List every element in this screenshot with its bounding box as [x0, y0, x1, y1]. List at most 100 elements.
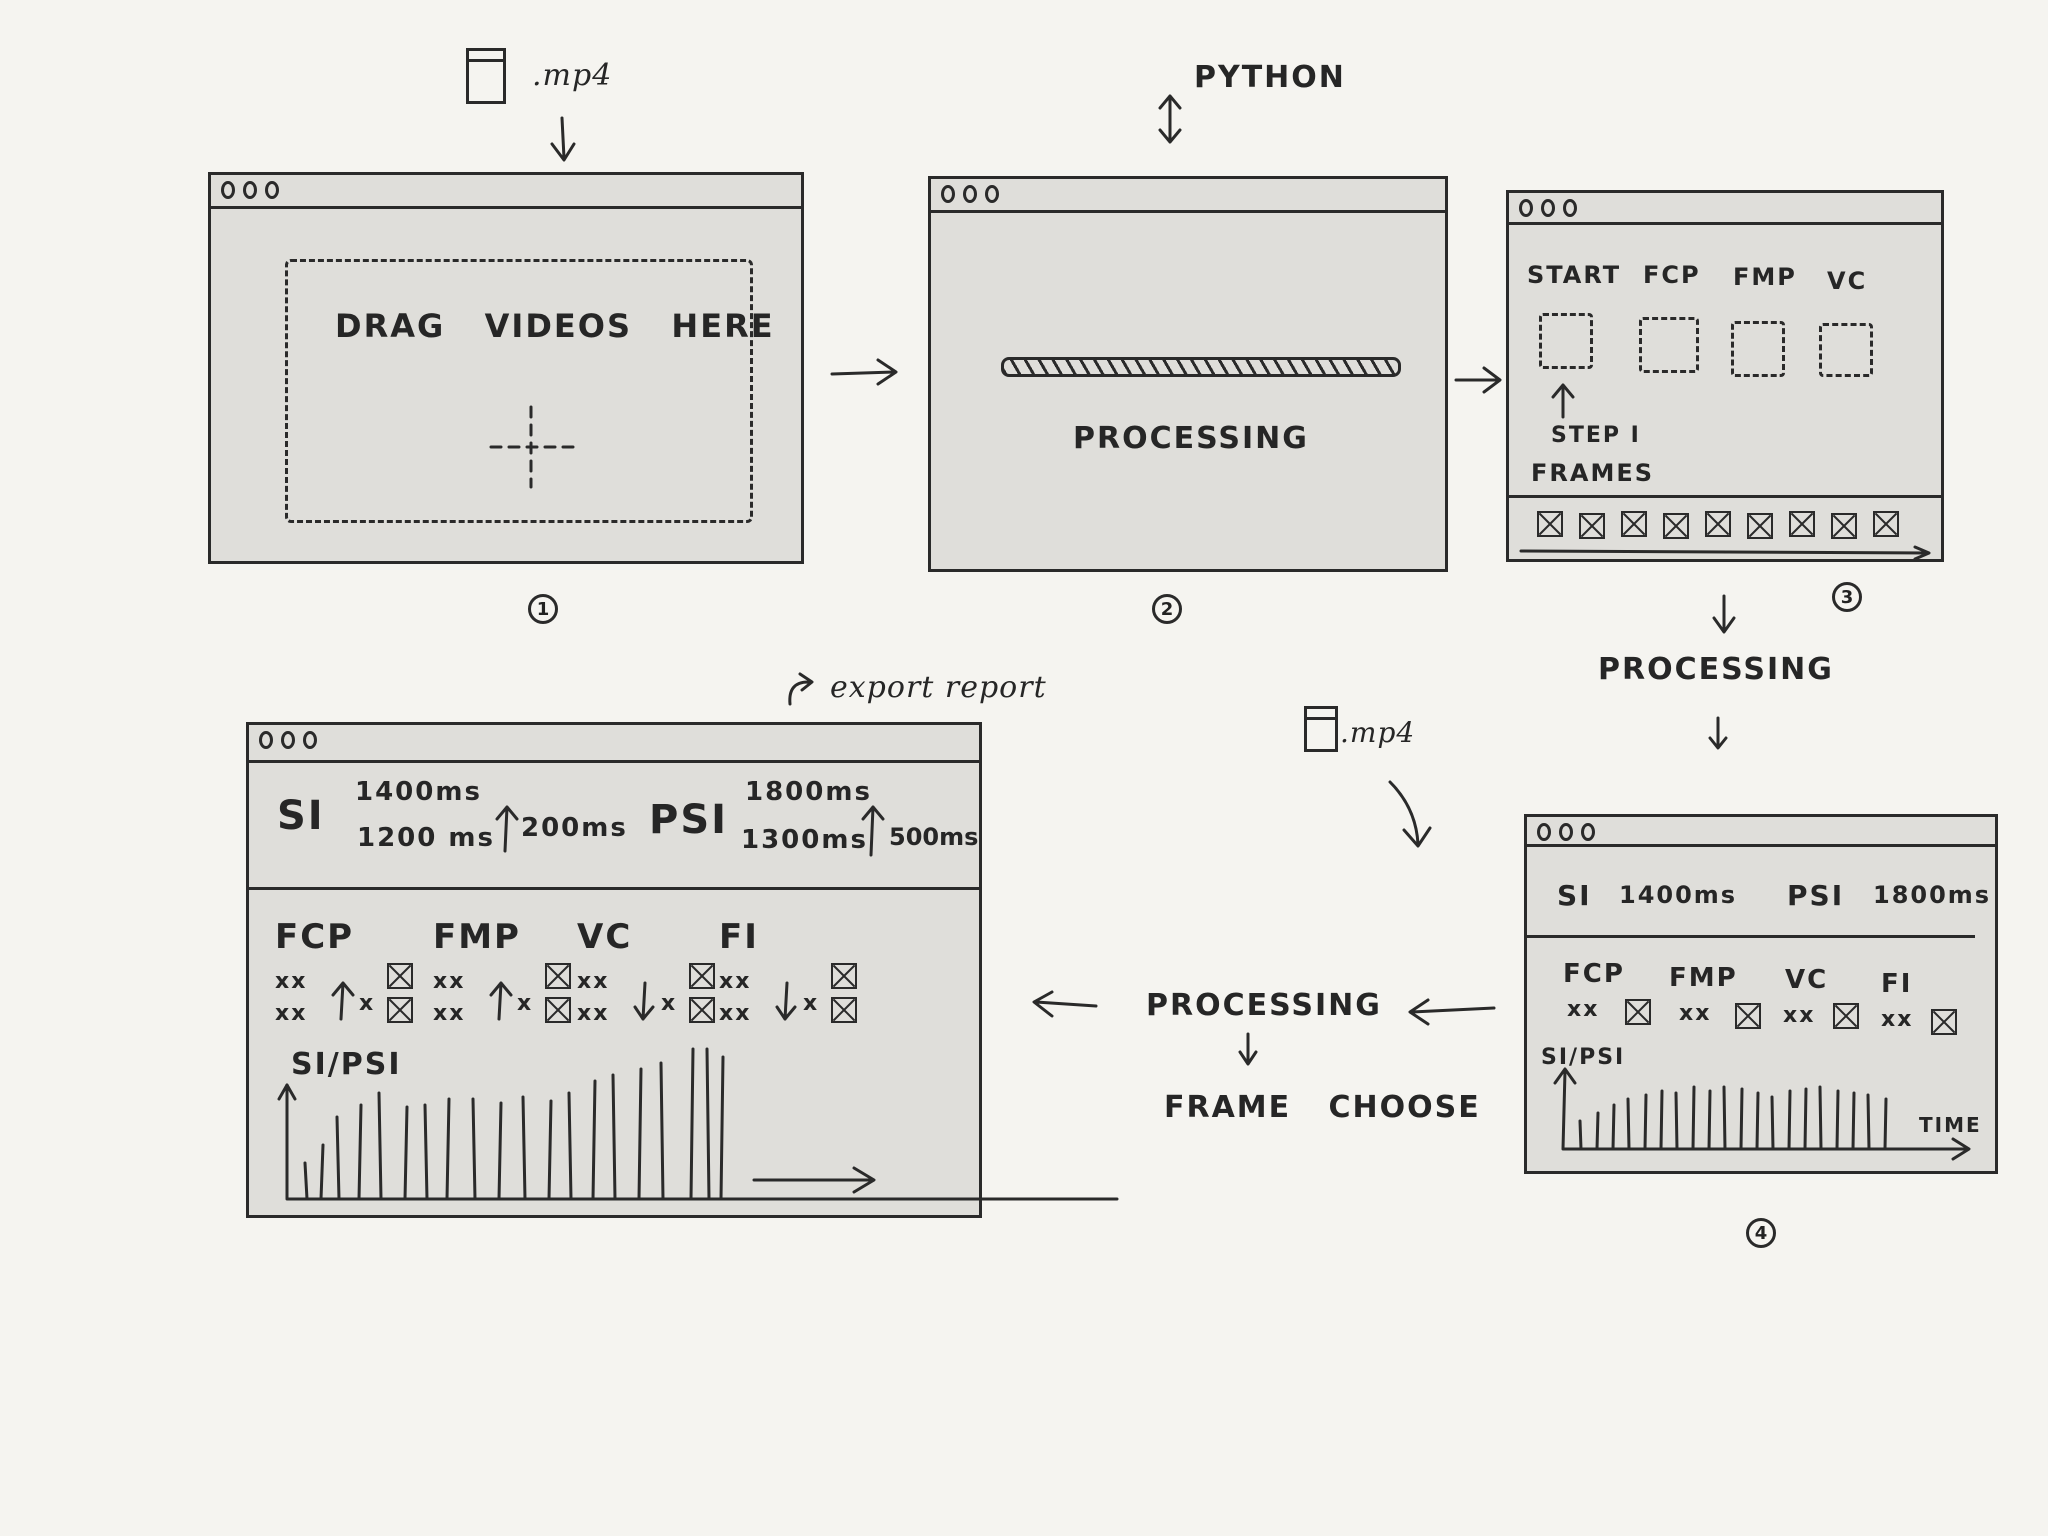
y-axis-arrow-icon	[277, 1083, 297, 1101]
video-drop-zone[interactable]	[285, 259, 753, 523]
filmstrip-frame-icon[interactable]	[1579, 513, 1605, 539]
window-control-icon[interactable]	[303, 731, 317, 749]
metric-label-fmp: FMP	[1669, 963, 1738, 993]
chart-stroke	[1770, 1095, 1775, 1151]
chart-stroke	[719, 1055, 725, 1201]
chart-label: SI/PSI	[1541, 1045, 1626, 1070]
psi-delta: 500ms	[889, 823, 979, 851]
frame-thumbnail-icon[interactable]	[1735, 1003, 1761, 1029]
filmstrip-frame-icon[interactable]	[1537, 511, 1563, 537]
step-number-badge: 4	[1746, 1218, 1776, 1248]
window-control-icon[interactable]	[963, 185, 977, 203]
metric-value-before: xx	[719, 969, 752, 994]
chart-stroke	[1835, 1089, 1840, 1151]
processing-label: PROCESSING	[1598, 652, 1834, 687]
video-file-icon	[1304, 706, 1338, 752]
window-control-icon[interactable]	[221, 181, 235, 199]
export-report-icon[interactable]	[784, 672, 824, 708]
up-arrow-icon	[861, 805, 885, 857]
chart-stroke	[1803, 1087, 1808, 1151]
window-control-icon[interactable]	[985, 185, 999, 203]
si-label: SI	[277, 793, 325, 839]
frame-slot-vc[interactable]	[1819, 323, 1873, 377]
x-axis-label: TIME	[1919, 1113, 1982, 1137]
window-control-icon[interactable]	[1519, 199, 1533, 217]
step-number-badge: 1	[528, 594, 558, 624]
metric-delta: x	[359, 991, 376, 1016]
left-arrow-icon	[1408, 998, 1496, 1026]
metric-label: FI	[719, 917, 759, 957]
si-value-after: 1200 ms	[357, 823, 495, 853]
filmstrip[interactable]	[1537, 511, 1927, 541]
metric-label-vc: VC	[1785, 965, 1829, 995]
filmstrip-frame-icon[interactable]	[1873, 511, 1899, 537]
frame-after-icon[interactable]	[387, 997, 413, 1023]
filmstrip-frame-icon[interactable]	[1789, 511, 1815, 537]
frame-slot-start[interactable]	[1539, 313, 1593, 369]
down-arrow-icon	[633, 981, 655, 1021]
frame-slot-fcp[interactable]	[1639, 317, 1699, 373]
python-label: PYTHON	[1194, 60, 1346, 95]
frame-before-icon[interactable]	[545, 963, 571, 989]
down-arrow-icon	[1238, 1032, 1258, 1066]
frame-after-icon[interactable]	[545, 997, 571, 1023]
titlebar	[249, 725, 979, 763]
window-control-icon[interactable]	[259, 731, 273, 749]
chart-stroke	[705, 1047, 711, 1201]
si-value: 1400ms	[1619, 881, 1738, 909]
frame-slot-fmp[interactable]	[1731, 321, 1785, 377]
plus-icon[interactable]	[487, 403, 577, 493]
window-control-icon[interactable]	[1541, 199, 1555, 217]
metric-value-fcp: xx	[1567, 997, 1600, 1022]
chart-stroke	[1707, 1089, 1712, 1151]
chart-stroke	[303, 1161, 309, 1201]
filmstrip-frame-icon[interactable]	[1705, 511, 1731, 537]
frame-thumbnail-icon[interactable]	[1931, 1009, 1957, 1035]
export-report-link[interactable]: export report	[830, 670, 1047, 705]
y-axis-arrow-icon	[1553, 1067, 1577, 1085]
metric-delta: x	[661, 991, 678, 1016]
chart-stroke	[611, 1073, 617, 1201]
filmstrip-divider	[1509, 495, 1941, 498]
filmstrip-scroll-arrow-icon[interactable]	[1517, 545, 1937, 561]
down-arrow-icon	[550, 116, 576, 162]
window-control-icon[interactable]	[1563, 199, 1577, 217]
metric-value-fmp: xx	[1679, 1001, 1712, 1026]
chart-stroke	[1818, 1085, 1823, 1151]
filmstrip-frame-icon[interactable]	[1831, 513, 1857, 539]
frame-before-icon[interactable]	[387, 963, 413, 989]
metric-value-before: xx	[275, 969, 308, 994]
chart-stroke	[445, 1097, 451, 1201]
column-header-fmp: FMP	[1733, 263, 1797, 291]
frame-after-icon[interactable]	[689, 997, 715, 1023]
window-control-icon[interactable]	[1537, 823, 1551, 841]
down-arrow-icon	[1388, 780, 1432, 848]
filmstrip-frame-icon[interactable]	[1747, 513, 1773, 539]
window-control-icon[interactable]	[281, 731, 295, 749]
filmstrip-frame-icon[interactable]	[1621, 511, 1647, 537]
axis-line	[1561, 1069, 1969, 1151]
frame-after-icon[interactable]	[831, 997, 857, 1023]
window-control-icon[interactable]	[941, 185, 955, 203]
metric-value-vc: xx	[1783, 1003, 1816, 1028]
file-extension-label: .mp4	[1340, 716, 1416, 749]
window-control-icon[interactable]	[1581, 823, 1595, 841]
window-control-icon[interactable]	[243, 181, 257, 199]
titlebar	[1509, 193, 1941, 225]
metric-value-after: xx	[719, 1001, 752, 1026]
frame-thumbnail-icon[interactable]	[1833, 1003, 1859, 1029]
column-header-fcp: FCP	[1643, 261, 1701, 289]
frame-before-icon[interactable]	[831, 963, 857, 989]
metric-label: VC	[577, 917, 633, 957]
step-number-badge: 2	[1152, 594, 1182, 624]
filmstrip-frame-icon[interactable]	[1663, 513, 1689, 539]
window-control-icon[interactable]	[1559, 823, 1573, 841]
metric-label: FCP	[275, 917, 355, 957]
frame-thumbnail-icon[interactable]	[1625, 999, 1651, 1025]
frame-choose-label: FRAME CHOOSE	[1164, 1090, 1481, 1125]
column-header-start: START	[1527, 261, 1622, 289]
window-control-icon[interactable]	[265, 181, 279, 199]
frame-before-icon[interactable]	[689, 963, 715, 989]
metric-value-fi: xx	[1881, 1007, 1914, 1032]
chart-stroke	[689, 1047, 695, 1201]
